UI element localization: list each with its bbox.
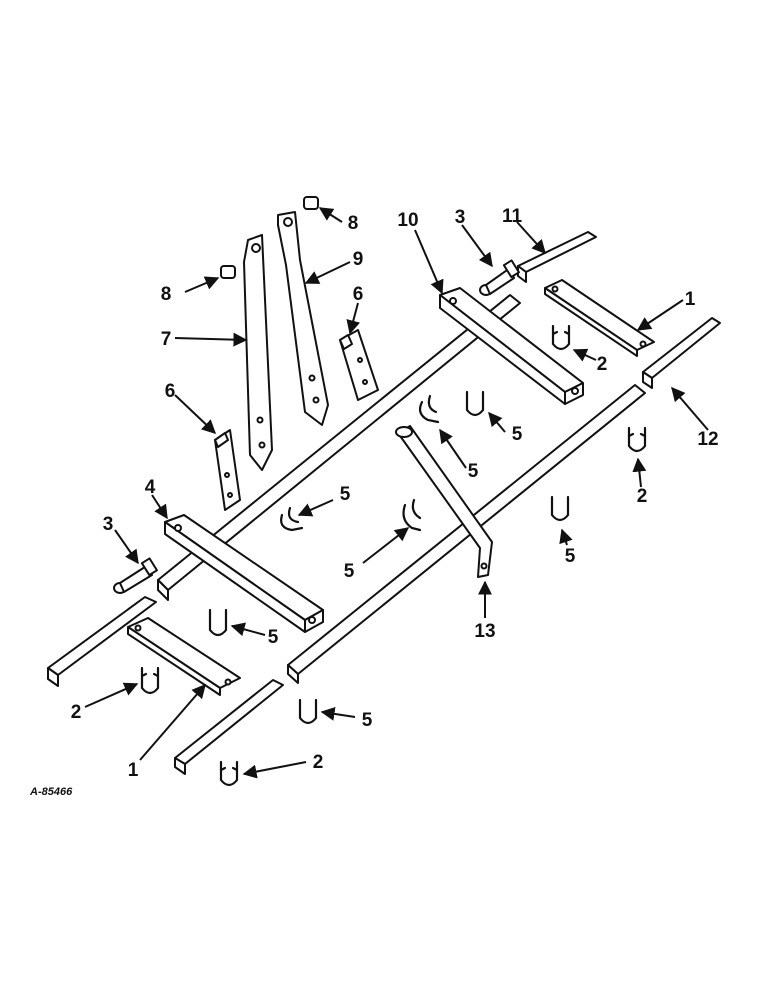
u-bolt-5b <box>298 698 318 725</box>
main-frame-bar-rear <box>157 294 521 601</box>
u-bolt-5g <box>550 495 570 522</box>
u-bolt-2a <box>140 666 160 695</box>
tool-bar-left-rear <box>47 596 157 687</box>
leader-12 <box>671 386 709 431</box>
leader-3b <box>461 224 493 268</box>
callout-12: 12 <box>697 429 718 450</box>
brace-13 <box>395 425 493 578</box>
bushing-8-right <box>303 196 319 210</box>
leader-6b <box>346 302 361 335</box>
leader-6a <box>174 394 217 434</box>
main-frame-bar-front <box>287 384 646 684</box>
leader-1a <box>139 683 206 761</box>
leader-5f <box>488 411 506 433</box>
leader-5e <box>439 428 467 469</box>
leader-2a <box>84 682 139 708</box>
callout-6-left: 6 <box>165 381 176 402</box>
callout-11: 11 <box>502 206 523 227</box>
callout-2-upper-right: 2 <box>597 354 608 375</box>
leader-5g <box>559 528 573 546</box>
callout-5-b: 5 <box>362 710 373 731</box>
u-bolt-5f <box>465 390 485 417</box>
callout-1-right: 1 <box>685 289 696 310</box>
clamp-plate-right <box>544 279 655 357</box>
callout-2-bottom: 2 <box>313 752 324 773</box>
u-bolt-5e <box>418 394 440 424</box>
angle-bracket-4 <box>164 514 324 633</box>
leader-8b <box>318 207 343 223</box>
callout-5-g: 5 <box>565 546 576 567</box>
leader-5a <box>230 622 266 637</box>
callout-3-top: 3 <box>455 207 466 228</box>
pin-3-right <box>479 259 520 296</box>
callout-8-right: 8 <box>348 213 359 234</box>
callout-5-e: 5 <box>468 461 479 482</box>
callout-10: 10 <box>397 210 418 231</box>
leader-2c <box>572 348 597 362</box>
callout-1-left: 1 <box>128 760 139 781</box>
u-bolt-2c <box>551 324 571 351</box>
leader-11 <box>516 221 546 255</box>
u-bolt-2b <box>219 760 239 787</box>
leader-3a <box>114 529 139 565</box>
leader-7 <box>174 332 248 347</box>
callout-2-left: 2 <box>71 702 82 723</box>
clamp-plate-left <box>127 617 241 696</box>
leader-2d <box>632 457 647 488</box>
mounting-bracket-6-lower <box>214 429 241 511</box>
callout-6-right: 6 <box>353 284 364 305</box>
angle-bracket-10 <box>439 287 584 405</box>
u-bolt-5a <box>208 608 228 637</box>
callout-4: 4 <box>145 477 156 498</box>
leader-5c <box>297 499 334 517</box>
leader-8a <box>184 276 220 293</box>
tool-bar-12 <box>642 317 721 389</box>
pin-3-left <box>113 557 158 594</box>
leader-5d <box>362 527 410 564</box>
callout-2-right: 2 <box>637 486 648 507</box>
bushing-8-left <box>220 265 236 279</box>
leader-1b <box>636 299 684 331</box>
u-bolt-5d <box>402 498 422 532</box>
tool-bar-left-front <box>174 679 284 775</box>
callout-5-d: 5 <box>344 561 355 582</box>
hitch-arm-7 <box>243 234 273 471</box>
callout-3-left: 3 <box>103 514 114 535</box>
callout-5-a: 5 <box>268 627 279 648</box>
callout-5-c: 5 <box>340 484 351 505</box>
leader-9 <box>304 261 351 284</box>
callout-13: 13 <box>474 621 495 642</box>
callout-9: 9 <box>353 249 364 270</box>
hitch-arm-9 <box>277 211 329 426</box>
u-bolt-5c <box>280 506 304 532</box>
leader-2b <box>242 761 307 779</box>
tool-bar-11 <box>517 231 597 283</box>
u-bolt-2d <box>627 426 647 453</box>
leader-5b <box>320 706 356 721</box>
callout-5-f: 5 <box>512 424 523 445</box>
leader-4 <box>151 494 168 520</box>
figure-id-label: A-85466 <box>29 786 73 798</box>
leader-10 <box>414 229 444 295</box>
callout-8-left: 8 <box>161 284 172 305</box>
mounting-bracket-6-upper <box>339 329 379 401</box>
callout-7: 7 <box>161 329 172 350</box>
